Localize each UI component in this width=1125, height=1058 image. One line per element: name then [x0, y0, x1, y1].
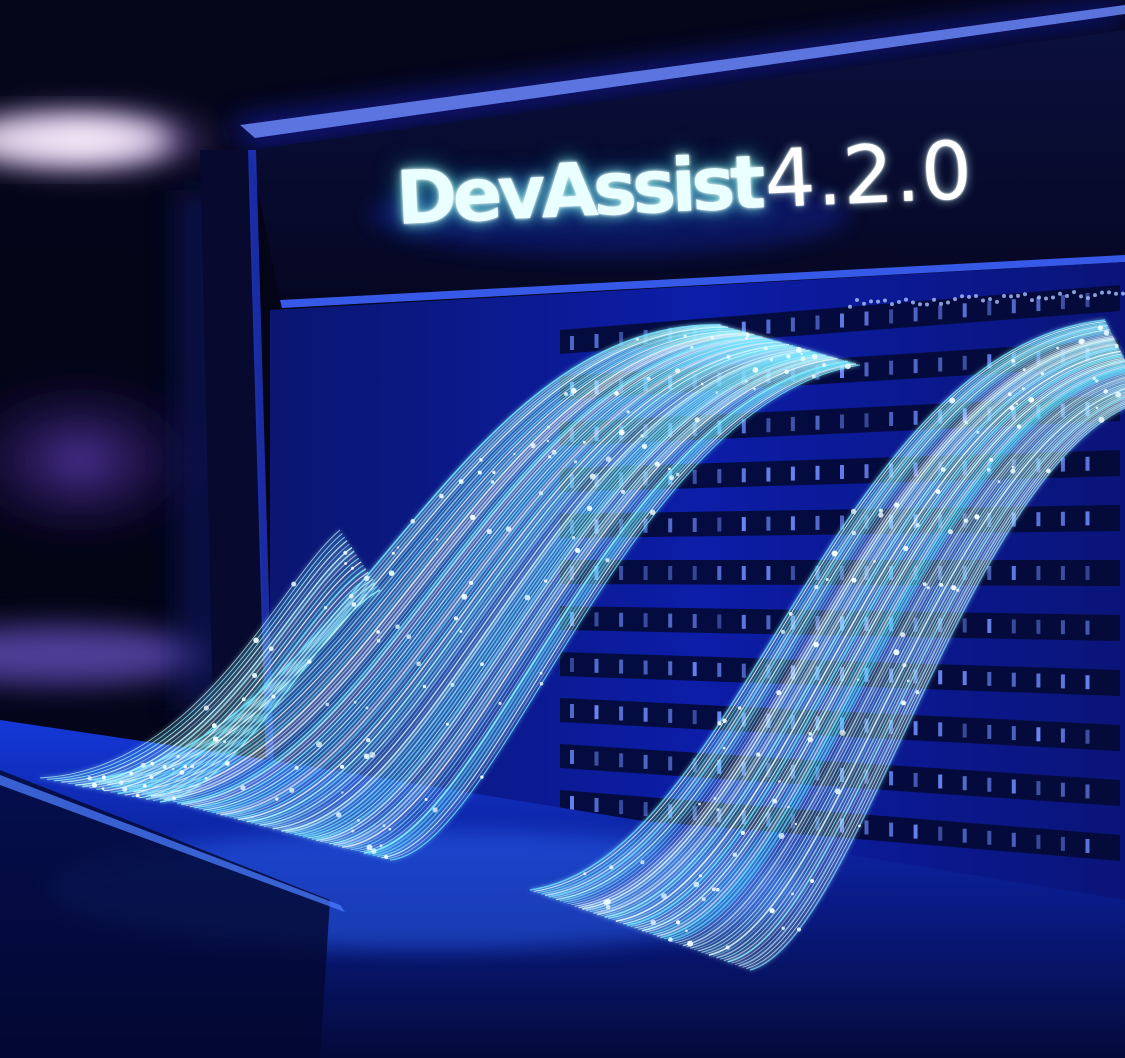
top-light-strip: [230, 0, 1125, 150]
fiber-optic-bundles: [39, 319, 1125, 971]
fiber-light-dots: [87, 325, 1122, 950]
brand-version: 4.2.0: [762, 123, 975, 227]
server-hood-edge: [280, 255, 1125, 308]
brand-name: DevAssist: [394, 139, 763, 243]
